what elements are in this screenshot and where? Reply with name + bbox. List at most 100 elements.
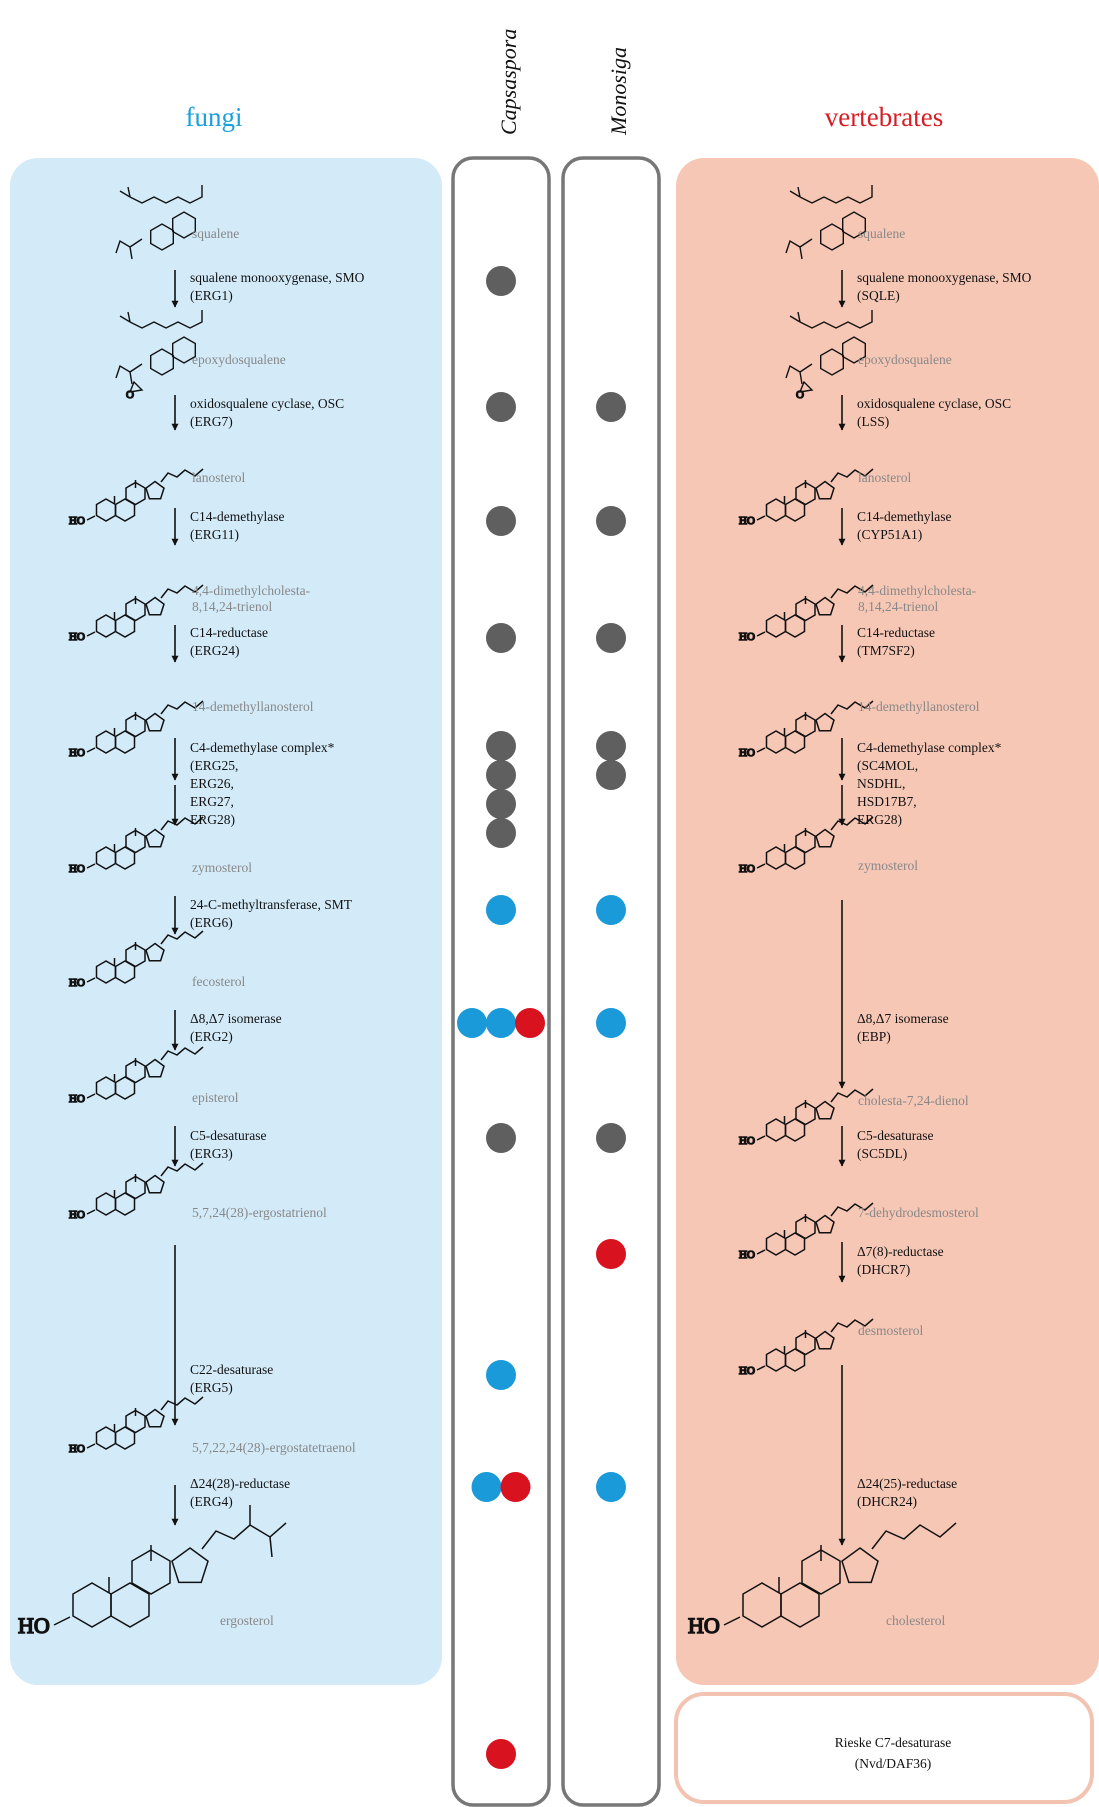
ho-label: HO — [739, 515, 755, 527]
monosiga-presence-dot — [596, 760, 626, 790]
squalene-structure — [785, 185, 873, 260]
ho-label: HO — [69, 977, 85, 989]
vertebrate-enzyme-label: NSDHL, — [857, 776, 905, 791]
capsaspora-presence-dot — [486, 1008, 516, 1038]
fungi-enzyme-label: Δ24(28)-reductase — [190, 1476, 290, 1491]
vertebrate-compound-label: squalene — [858, 226, 905, 241]
capsaspora-presence-dot — [486, 731, 516, 761]
monosiga-presence-dot — [596, 1239, 626, 1269]
steroid-structure: HO — [68, 584, 204, 644]
fungi-compound-label: squalene — [192, 226, 239, 241]
steroid-structure: HO — [68, 1396, 204, 1456]
monosiga-presence-dot — [596, 895, 626, 925]
capsaspora-presence-dot — [515, 1008, 545, 1038]
epoxide-oxygen: O — [126, 389, 134, 401]
fungi-enzyme-label: C14-reductase — [190, 625, 268, 640]
ho-label: HO — [69, 1093, 85, 1105]
epoxysqualene-structure: O — [115, 310, 203, 402]
monosiga-presence-dot — [596, 392, 626, 422]
fungi-enzyme-label: (ERG1) — [190, 288, 233, 303]
squalene-structure — [115, 185, 203, 260]
capsaspora-header: Capsaspora — [496, 29, 521, 135]
ho-label: HO — [69, 631, 85, 643]
fungi-compound-label: episterol — [192, 1090, 239, 1105]
ho-label: HO — [69, 1443, 85, 1455]
vertebrate-enzyme-label: HSD17B7, — [857, 794, 917, 809]
fungi-enzyme-label: (ERG25, — [190, 758, 238, 773]
fungi-enzyme-label: Δ8,Δ7 isomerase — [190, 1011, 282, 1026]
fungi-compound-label: zymosterol — [192, 860, 252, 875]
monosiga-presence-dot — [596, 1472, 626, 1502]
fungi-compound-label: epoxydosqualene — [192, 352, 286, 367]
fungi-enzyme-label: (ERG4) — [190, 1494, 233, 1509]
capsaspora-presence-dot — [471, 1472, 502, 1502]
vertebrate-enzyme-label: squalene monooxygenase, SMO — [857, 270, 1032, 285]
fungi-enzyme-label: (ERG3) — [190, 1146, 233, 1161]
vertebrate-enzyme-label: (TM7SF2) — [857, 643, 915, 658]
fungi-enzyme-label: ERG27, — [190, 794, 234, 809]
steroid-structure: HO — [738, 1318, 874, 1378]
steroid-structure: HO — [738, 1088, 874, 1148]
fungi-compound-label: 5,7,24(28)-ergostatrienol — [192, 1205, 327, 1220]
fungi-enzyme-label: ERG26, — [190, 776, 234, 791]
vertebrate-enzyme-label: ERG28) — [857, 812, 902, 827]
vertebrates-panel — [676, 158, 1099, 1685]
capsaspora-presence-dot — [486, 1739, 516, 1769]
ho-label: HO — [739, 1135, 755, 1147]
capsaspora-presence-dot — [486, 623, 516, 653]
ho-label: HO — [69, 747, 85, 759]
vertebrate-enzyme-label: (LSS) — [857, 414, 889, 429]
fungi-enzyme-label: (ERG6) — [190, 915, 233, 930]
monosiga-column — [561, 156, 661, 1807]
vertebrate-enzyme-label: (SQLE) — [857, 288, 900, 303]
steroid-structure: HO — [17, 1505, 287, 1639]
fungi-compound-label: fecosterol — [192, 974, 245, 989]
vertebrate-enzyme-label: C4-demethylase complex* — [857, 740, 1002, 755]
epoxide-oxygen: O — [796, 389, 804, 401]
ho-label: HO — [69, 1209, 85, 1221]
fungi-compound-label: 5,7,22,24(28)-ergostatetraenol — [192, 1440, 356, 1455]
capsaspora-presence-dot — [500, 1472, 531, 1502]
fungi-enzyme-label: C14-demethylase — [190, 509, 284, 524]
rieske-box — [674, 1692, 1094, 1804]
fungi-enzyme-label: (ERG2) — [190, 1029, 233, 1044]
monosiga-presence-dot — [596, 1008, 626, 1038]
ho-label: HO — [69, 863, 85, 875]
steroid-structure: HO — [68, 816, 204, 876]
steroid-structure: HO — [68, 1162, 204, 1222]
steroid-structure: HO — [738, 468, 874, 528]
fungi-enzyme-label: oxidosqualene cyclase, OSC — [190, 396, 344, 411]
steroid-structure: HO — [68, 468, 204, 528]
fungi-panel — [10, 158, 442, 1685]
steroid-structure: HO — [687, 1522, 957, 1639]
capsaspora-presence-dot — [486, 266, 516, 296]
arrow-layer — [171, 270, 846, 1546]
capsaspora-presence-dot — [486, 895, 516, 925]
steroid-structure: HO — [738, 700, 874, 760]
capsaspora-presence-dot — [486, 789, 516, 819]
fungi-enzyme-label: (ERG11) — [190, 527, 239, 542]
ho-label: HO — [69, 515, 85, 527]
dot-layer — [457, 266, 626, 1769]
fungi-enzyme-label: (ERG7) — [190, 414, 233, 429]
steroid-structure: HO — [738, 1202, 874, 1262]
ho-label: HO — [688, 1613, 720, 1638]
fungi-compound-label: 14-demethyllanosterol — [192, 699, 314, 714]
capsaspora-presence-dot — [486, 818, 516, 848]
vertebrate-enzyme-label: (DHCR7) — [857, 1262, 910, 1277]
monosiga-header: Monosiga — [606, 47, 631, 136]
capsaspora-presence-dot — [486, 760, 516, 790]
steroid-structure: HO — [68, 700, 204, 760]
fungi-compound-label: lanosterol — [192, 470, 245, 485]
vertebrate-enzyme-label: oxidosqualene cyclase, OSC — [857, 396, 1011, 411]
fungi-enzyme-label: 24-C-methyltransferase, SMT — [190, 897, 353, 912]
ho-label: HO — [739, 631, 755, 643]
vertebrate-enzyme-label: Δ8,Δ7 isomerase — [857, 1011, 949, 1026]
steroid-structure: HO — [738, 584, 874, 644]
rieske-box-gene: (Nvd/DAF36) — [855, 1756, 932, 1771]
capsaspora-presence-dot — [486, 392, 516, 422]
vertebrate-compound-label: 4,4-dimethylcholesta- — [858, 583, 977, 598]
steroid-structure: HO — [738, 816, 874, 876]
vertebrate-enzyme-label: Δ24(25)-reductase — [857, 1476, 957, 1491]
